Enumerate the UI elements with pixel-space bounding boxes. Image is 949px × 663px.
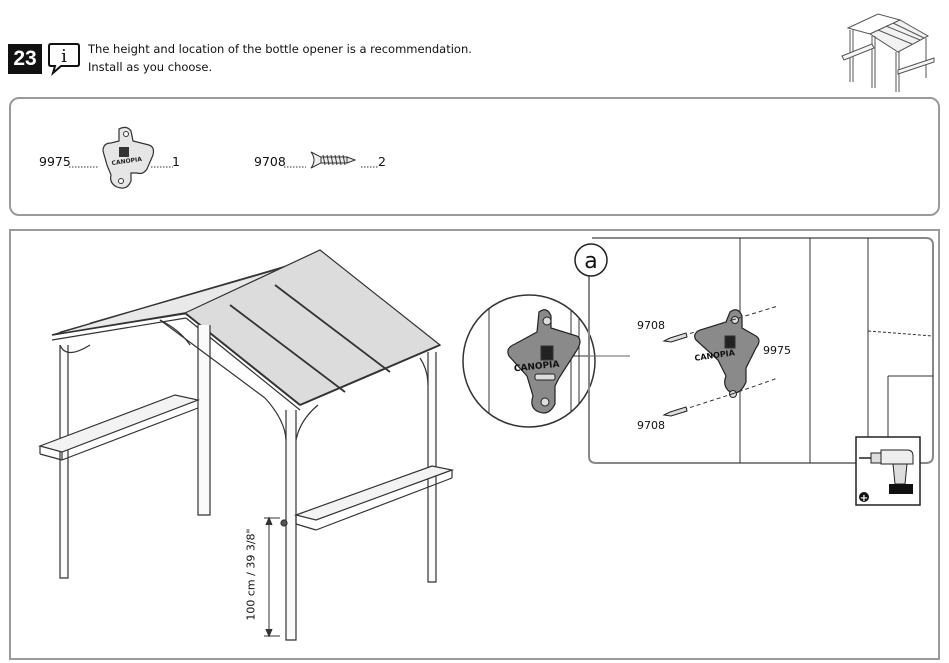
leader-dots [284, 166, 306, 168]
part-qty-screw: 2 [378, 154, 386, 169]
height-dimension-label: 100 cm / 39 3/8" [244, 528, 258, 621]
gazebo-thumbnail-icon [841, 13, 935, 92]
part-qty-opener: 1 [172, 154, 180, 169]
assembly-illustration-panel [9, 229, 940, 660]
detail-marker: a [574, 243, 608, 277]
opener-brand-zoom: CANOPIA [514, 360, 560, 375]
opener-brand-small: CANOPIA [111, 156, 142, 167]
detail-screw-top-code: 9708 [637, 319, 665, 332]
zoom-circle: CANOPIA [462, 294, 596, 428]
svg-text:i: i [61, 46, 67, 67]
leader-dots [361, 166, 379, 168]
cordless-drill-icon: + [855, 436, 921, 506]
leader-dots [151, 166, 173, 168]
detail-marker-letter: a [584, 249, 597, 274]
screw-icon [310, 151, 357, 169]
bottle-opener-icon: CANOPIA [102, 126, 155, 189]
detail-a-panel: CANOPIA [588, 237, 934, 464]
note-line-1: The height and location of the bottle op… [88, 42, 472, 56]
instruction-note: The height and location of the bottle op… [88, 40, 472, 76]
note-line-2: Install as you choose. [88, 60, 213, 74]
step-number: 23 [8, 44, 42, 74]
leader-dots [69, 166, 99, 168]
detail-opener-code: 9975 [763, 344, 791, 357]
part-code-opener: 9975 [39, 154, 71, 169]
tool-sign: + [860, 493, 868, 504]
detail-screw-bottom-code: 9708 [637, 419, 665, 432]
parts-list-panel: 9975 CANOPIA 1 9708 2 [9, 97, 940, 216]
info-speech-icon: i [48, 43, 80, 76]
part-code-screw: 9708 [254, 154, 286, 169]
